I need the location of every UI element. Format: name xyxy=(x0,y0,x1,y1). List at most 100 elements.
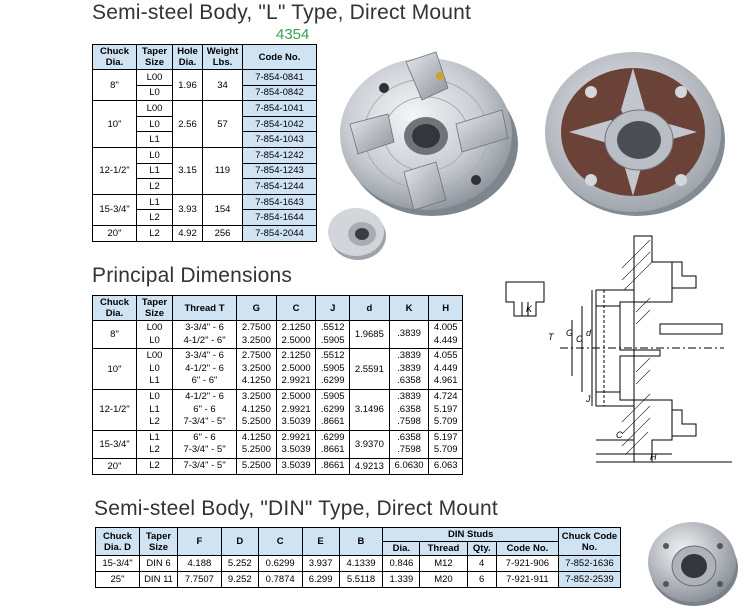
c-cell-value: 2.5000 xyxy=(281,390,311,402)
k-cell-value: .7598 xyxy=(397,444,421,456)
col-chuck-code: Chuck Code No. xyxy=(558,527,621,556)
taper-cell: DIN 6 xyxy=(139,555,178,572)
code-no-cell: 7-854-0841 xyxy=(242,69,317,86)
taper-size-cell: L1 xyxy=(136,193,173,211)
h-cell-value: 5.197 xyxy=(433,403,458,415)
code-no-cell: 7-854-1244 xyxy=(242,178,317,195)
c-cell-value: 2.9921 xyxy=(281,431,311,443)
taper-size-cell-value: L0 xyxy=(149,334,160,346)
j-cell: .8661 xyxy=(315,457,350,475)
c-cell-value: 3.5039 xyxy=(281,459,311,471)
dim-label-j: J xyxy=(585,394,591,404)
col-f: F xyxy=(177,527,222,556)
col-j: J xyxy=(315,295,350,321)
thread-cell-value: 4-1/2" - 6 xyxy=(185,390,224,402)
thread-cell-value: 3-3/4" - 6 xyxy=(185,322,224,333)
j-cell-value: .8661 xyxy=(320,444,345,456)
g-cell-value: 5.2500 xyxy=(241,416,271,428)
c-cell-value: 3.5039 xyxy=(281,444,311,456)
col-d: d xyxy=(348,295,390,321)
col-h: H xyxy=(428,295,463,321)
k-cell-value: .3839 xyxy=(397,328,421,340)
code-no-cell: 7-854-1643 xyxy=(242,193,317,211)
d-cell: 9.252 xyxy=(220,571,259,588)
c-cell-value: 2.1250 xyxy=(281,350,311,362)
chuck-dia-cell: 20" xyxy=(92,457,137,475)
d-cell: 1.9685 xyxy=(348,319,390,350)
chuck-dia-cell: 8" xyxy=(92,319,137,350)
g-cell-value: 5.2500 xyxy=(241,459,271,471)
hole-dia-cell: 2.56 xyxy=(172,100,203,148)
d-cell: 3.1496 xyxy=(348,388,390,431)
thread-cell-value: 6" - 6" xyxy=(191,375,218,387)
g-cell-value: 3.2500 xyxy=(241,390,271,402)
taper-size-cell-value: L00 xyxy=(146,350,163,362)
j-cell-value: .5905 xyxy=(320,362,345,374)
scode-cell: 7-921-906 xyxy=(495,555,560,572)
code-no-cell: 7-854-1043 xyxy=(242,131,317,148)
k-cell-value: 6.0630 xyxy=(394,459,424,471)
hole-dia-cell: 4.92 xyxy=(172,224,203,242)
ccode-cell: 7-852-1636 xyxy=(558,555,621,572)
col-c: C xyxy=(257,527,303,556)
dia-cell: 15-3/4" xyxy=(95,555,140,572)
col-taper-size: Taper Size xyxy=(136,295,173,321)
h-cell-value: 5.197 xyxy=(433,431,458,443)
principal-dimensions-table: Chuck Dia. Taper Size Thread T G C J d K… xyxy=(92,295,463,475)
taper-size-cell: L00 xyxy=(136,100,173,117)
thread-cell-value: 6" - 6 xyxy=(193,431,216,443)
j-cell-value: .6299 xyxy=(320,403,345,415)
col-weight: Weight Lbs. xyxy=(202,44,243,70)
weight-cell: 34 xyxy=(202,68,243,102)
col-studs-dia: Dia. xyxy=(382,541,421,556)
h-cell-value: 4.005 xyxy=(433,322,458,333)
dim-label-d: d xyxy=(586,328,592,338)
col-g: G xyxy=(236,295,277,321)
k-cell-value: .3839 xyxy=(397,390,421,402)
adapter-plate-photo xyxy=(328,208,386,260)
taper-size-cell-value: L00 xyxy=(146,322,163,333)
f-cell: 7.7507 xyxy=(177,571,222,588)
f-cell: 4.188 xyxy=(177,555,222,572)
chuck-dia-cell: 10" xyxy=(92,348,137,390)
j-cell: .5512.5905 xyxy=(315,319,350,350)
e-cell: 3.937 xyxy=(301,555,340,572)
h-cell-value: 4.449 xyxy=(433,362,458,374)
h-cell-value: 4.055 xyxy=(433,350,458,362)
c-cell-value: 2.9921 xyxy=(281,403,311,415)
k-cell: 6.0630 xyxy=(388,457,430,475)
dim-label-t: T xyxy=(548,332,555,342)
j-cell-value: .6299 xyxy=(320,375,345,387)
taper-size-cell: L2 xyxy=(136,178,173,195)
g-cell: 5.2500 xyxy=(236,457,277,475)
hole-dia-cell: 3.15 xyxy=(172,146,203,195)
k-cell: .3839.6358.7598 xyxy=(388,388,430,431)
col-chuck-dia: Chuck Dia. xyxy=(92,295,137,321)
k-cell-value: .7598 xyxy=(397,416,421,428)
taper-size-cell-value: L1 xyxy=(149,375,160,387)
l-type-table: Chuck Dia. Taper Size Hole Dia. Weight L… xyxy=(92,44,317,242)
j-cell-value: .8661 xyxy=(320,416,345,428)
k-cell: .6358.7598 xyxy=(388,429,430,459)
code-no-cell: 7-854-1042 xyxy=(242,115,317,133)
chuck-front-photo xyxy=(340,51,518,216)
l-type-heading: Semi-steel Body, "L" Type, Direct Mount xyxy=(92,1,472,24)
code-no-cell: 7-854-0842 xyxy=(242,84,317,102)
c-cell-value: 2.1250 xyxy=(281,322,311,333)
taper-size-cell-value: L2 xyxy=(149,459,160,471)
hole-dia-cell: 3.93 xyxy=(172,193,203,226)
taper-size-cell: L1 xyxy=(136,162,173,180)
